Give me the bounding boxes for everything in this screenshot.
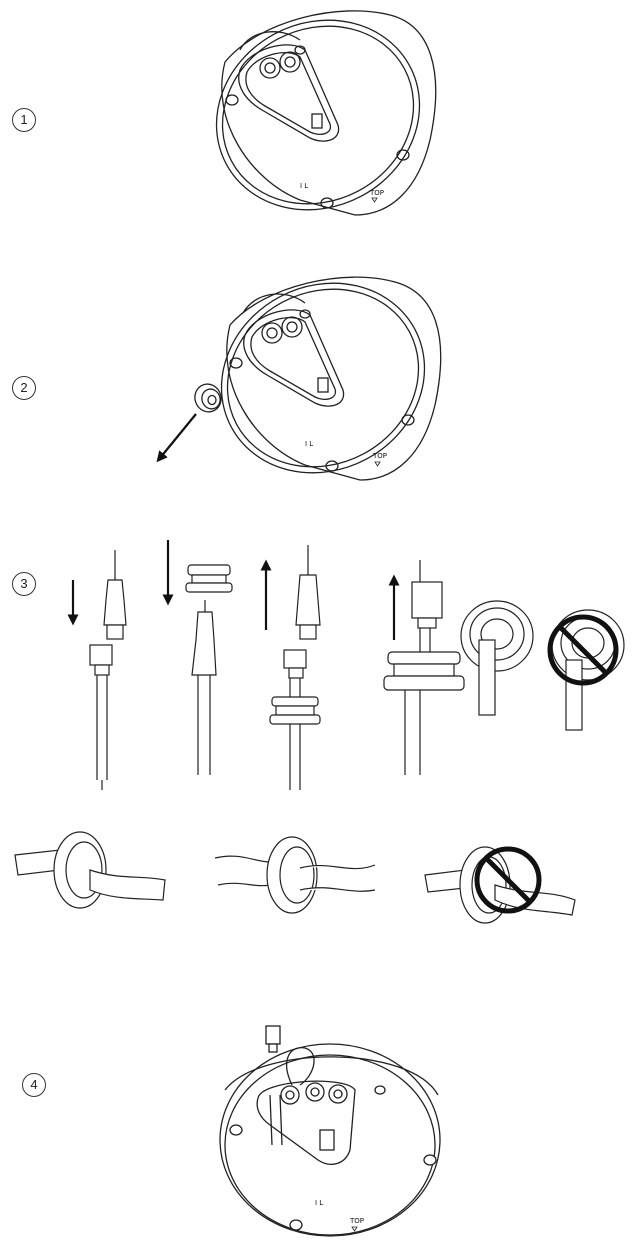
grommet-removed — [194, 383, 222, 413]
housing-marks-step1: I L TOP — [300, 182, 384, 203]
arrows-step3 — [67, 540, 400, 640]
step-number-1: 1 — [12, 108, 36, 132]
mount-box-step1 — [215, 10, 437, 216]
mount-box-step2 — [220, 276, 442, 481]
slot-marks-step2: I L — [305, 440, 313, 448]
prohibited-icon-routing — [474, 846, 542, 914]
arrow-remove-grommet — [156, 413, 197, 463]
grommet-cable-views — [14, 831, 576, 924]
slot-marks-step4: I L — [315, 1199, 323, 1207]
cable-sequence — [89, 545, 625, 790]
housing-marks-step2: I L TOP — [305, 440, 387, 467]
housing-marks-step4: I L TOP — [315, 1199, 364, 1232]
step-number-2: 2 — [12, 376, 36, 400]
step-number-4: 4 — [22, 1073, 46, 1097]
slot-marks-step1: I L — [300, 182, 308, 190]
mount-box-step4 — [219, 1025, 441, 1237]
prohibited-icon-step3 — [547, 614, 619, 686]
top-label-step1: TOP — [369, 189, 384, 197]
top-label-step2: TOP — [372, 452, 387, 460]
step-number-3: 3 — [12, 572, 36, 596]
top-label-step4: TOP — [349, 1217, 364, 1225]
